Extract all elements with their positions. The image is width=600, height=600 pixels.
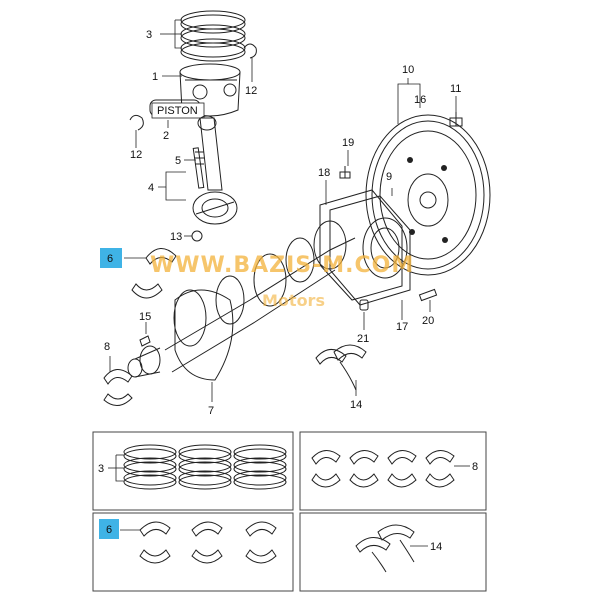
callout-1: 1 (152, 71, 158, 83)
callout-3-top: 3 (146, 29, 152, 41)
callout-8-box: 8 (472, 461, 478, 473)
callout-2: 2 (163, 130, 169, 142)
bearing-pair-2 (349, 450, 379, 488)
ring-set-3 (233, 444, 287, 490)
housing-bolt (339, 166, 351, 179)
callout-13: 13 (170, 231, 182, 243)
callout-6-box: 6 (106, 524, 112, 536)
callout-20: 20 (422, 315, 434, 327)
piston-label: PISTON (157, 105, 198, 117)
callout-18: 18 (318, 167, 330, 179)
callout-8-left: 8 (104, 341, 110, 353)
callout-21: 21 (357, 333, 369, 345)
callout-6-left: 6 (107, 253, 113, 265)
main-bearing-set-1 (139, 521, 171, 564)
dowel-pin (359, 299, 369, 311)
callout-5: 5 (175, 155, 181, 167)
callout-19: 19 (342, 137, 354, 149)
callout-14-box: 14 (430, 541, 442, 553)
rod-bolt (192, 147, 205, 189)
thrust-washers (315, 344, 367, 391)
highlight-6-box (99, 519, 119, 539)
callout-12-left: 12 (130, 149, 142, 161)
callout-10: 10 (402, 64, 414, 76)
callout-14-mid: 14 (350, 399, 362, 411)
rod-nut (191, 230, 203, 242)
piston-pin-clip-left (129, 114, 144, 131)
flywheel (365, 114, 491, 276)
bearing-pair-4 (425, 450, 455, 488)
flywheel-bolt (449, 112, 463, 127)
callout-16: 16 (414, 94, 426, 106)
bearing-pair-1 (311, 450, 341, 488)
ring-set-1 (123, 444, 177, 490)
box-piston-rings: 3 (92, 431, 294, 511)
box-conrod-bearings: 8 (299, 431, 487, 511)
piston-pin-clip-right (243, 43, 257, 59)
crankshaft (127, 220, 356, 381)
main-bearing-set-3 (245, 521, 277, 564)
watermark-site: WWW.BAZIS-M.COM (150, 253, 414, 278)
watermark-motors: Motors (262, 291, 325, 310)
callout-15: 15 (139, 311, 151, 323)
connecting-rod (192, 115, 238, 225)
piston-rings-top (180, 10, 246, 62)
plate-bolt (418, 288, 438, 302)
callout-7: 7 (208, 405, 214, 417)
callout-3-box: 3 (98, 463, 104, 475)
box-main-bearings: 6 (92, 512, 294, 592)
thrust-washer-1 (355, 537, 391, 573)
crankshaft-key (139, 335, 151, 347)
callout-12-right: 12 (245, 85, 257, 97)
callout-4: 4 (148, 182, 154, 194)
callout-11: 11 (450, 83, 461, 95)
piston-label-box (151, 102, 205, 119)
conrod-bearing-left (103, 369, 133, 406)
main-bearing-upper-shell (131, 248, 177, 299)
main-bearing-set-2 (191, 521, 223, 564)
bearing-pair-3 (387, 450, 417, 488)
thrust-washer-2 (377, 524, 415, 563)
ring-set-2 (178, 444, 232, 490)
callout-9: 9 (386, 171, 392, 183)
highlight-6-left (100, 248, 122, 268)
callout-17: 17 (396, 321, 408, 333)
box-thrust-washers: 14 (299, 512, 487, 592)
